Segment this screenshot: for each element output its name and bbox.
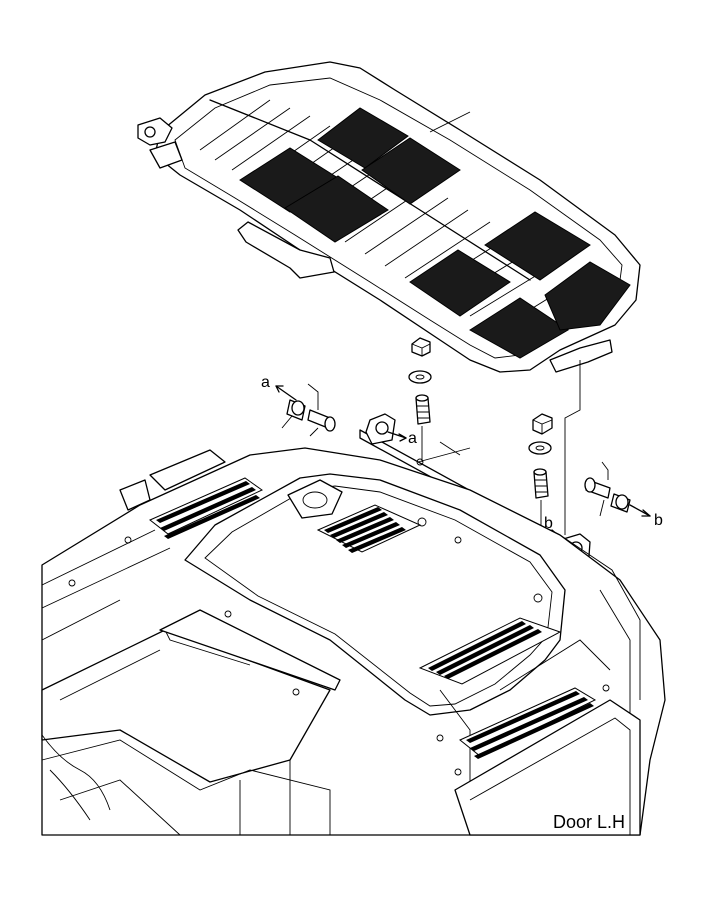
roof-grille-front (418, 617, 562, 685)
pin-bushing-left (281, 383, 336, 437)
pin-bushing-right (584, 461, 631, 517)
roof-grille-center (316, 504, 422, 553)
label-a-left: a (261, 374, 270, 391)
roof-grille-right (459, 687, 597, 759)
caption-door-lh: Door L.H (553, 812, 625, 832)
step-platform (137, 61, 641, 373)
fastener-stack-center (408, 337, 432, 462)
label-b-right: b (654, 512, 663, 529)
roof-grille-left (149, 477, 263, 539)
label-a-bracket: a (408, 430, 417, 447)
label-b-bracket: b (544, 515, 553, 532)
cab-roof (41, 447, 666, 836)
fastener-stack-right (528, 413, 553, 540)
